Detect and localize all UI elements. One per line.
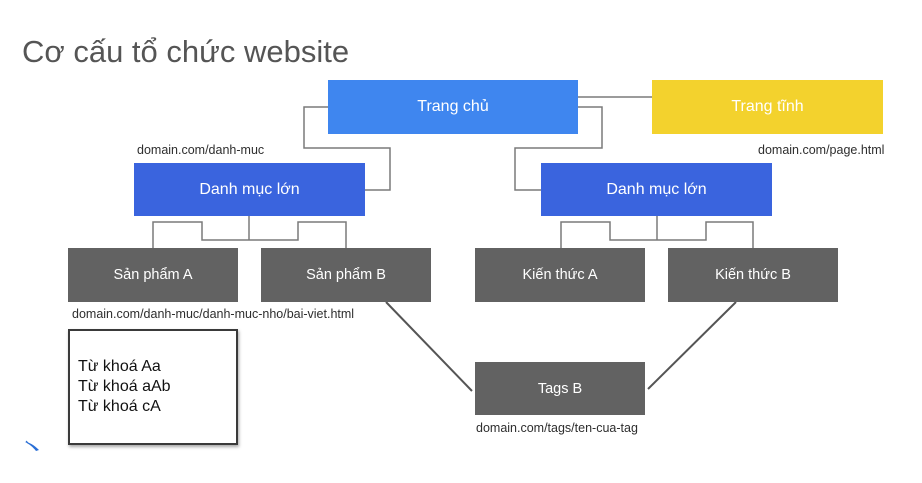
node-category-left: Danh mục lớn [134, 163, 365, 216]
node-static-page: Trang tĩnh [652, 80, 883, 134]
node-product-b: Sản phẩm B [261, 248, 431, 302]
node-knowledge-b-label: Kiến thức B [715, 267, 791, 283]
url-post: domain.com/danh-muc/danh-muc-nho/bai-vie… [72, 307, 355, 321]
connector-product-b-tags [385, 301, 473, 392]
node-home-label: Trang chủ [417, 98, 489, 115]
node-tags-b: Tags B [475, 362, 645, 415]
keyword-item: Từ khoá cA [78, 398, 161, 415]
node-static-page-label: Trang tĩnh [731, 98, 804, 115]
connector-category-left-products [152, 221, 347, 248]
connector-knowledge-b-tags [647, 301, 737, 390]
node-category-right: Danh mục lớn [541, 163, 772, 216]
keywords-box: Từ khoá Aa Từ khoá aAb Từ khoá cA [68, 329, 238, 445]
node-knowledge-a-label: Kiến thức A [522, 267, 598, 283]
connector-home-category-left [303, 106, 391, 191]
page-title: Cơ cấu tổ chức website [22, 34, 350, 69]
connector-home-category-right [514, 106, 603, 191]
url-tags: domain.com/tags/ten-cua-tag [476, 421, 638, 435]
node-product-a: Sản phẩm A [68, 248, 238, 302]
node-knowledge-b: Kiến thức B [668, 248, 838, 302]
keyword-item: Từ khoá Aa [78, 358, 161, 375]
node-tags-b-label: Tags B [537, 380, 583, 397]
url-category: domain.com/danh-muc [137, 143, 265, 157]
node-home: Trang chủ [328, 80, 578, 134]
node-category-left-label: Danh mục lớn [199, 180, 300, 198]
node-knowledge-a: Kiến thức A [475, 248, 645, 302]
pen-icon[interactable] [24, 440, 40, 452]
keyword-item: Từ khoá aAb [78, 378, 171, 395]
node-category-right-label: Danh mục lớn [606, 180, 707, 198]
node-product-a-label: Sản phẩm A [113, 267, 193, 283]
connector-category-right-knowledge [560, 221, 754, 248]
url-page: domain.com/page.html [758, 143, 885, 157]
node-product-b-label: Sản phẩm B [306, 267, 386, 283]
